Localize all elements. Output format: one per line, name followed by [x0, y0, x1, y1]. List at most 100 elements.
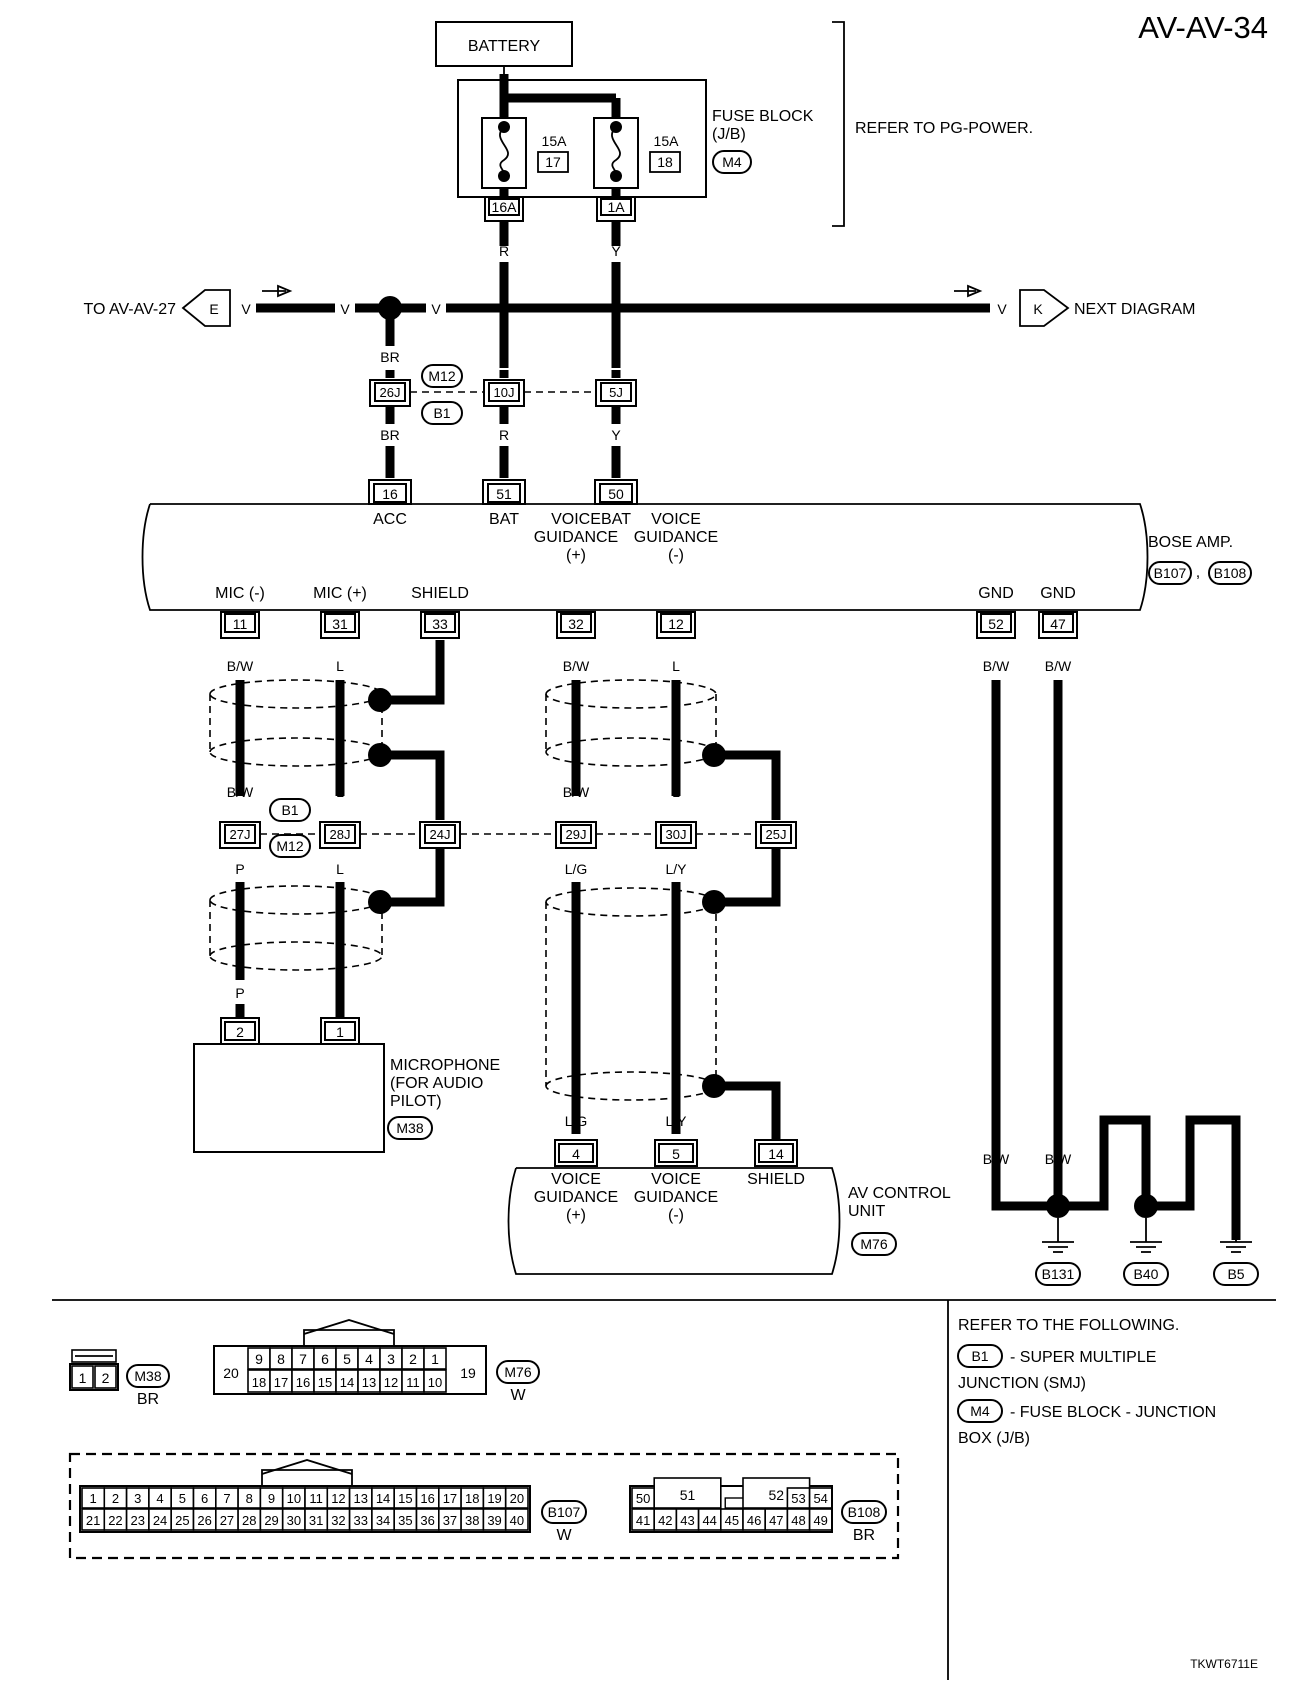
terminal-cavity: [424, 613, 456, 633]
connector-tag-label: B107: [1154, 565, 1187, 581]
terminal-number: 47: [1050, 616, 1066, 632]
connector-tag-m76: M76: [496, 1360, 540, 1384]
connector-tag-m12: M12: [269, 834, 311, 858]
wire-color-label: Y: [611, 427, 621, 443]
current-arrow-head: [967, 284, 983, 298]
amp-bottom-pin-12: 12: [656, 611, 696, 639]
terminal-cavity: [224, 1021, 256, 1041]
connector-tag-b40: B40: [1123, 1262, 1169, 1286]
pin-name: MIC (-): [215, 585, 265, 602]
shield-drain-wire: [380, 750, 445, 820]
cavity-number: 14: [340, 1375, 354, 1390]
connector-color: BR: [853, 1527, 875, 1544]
cavity-number: 48: [791, 1513, 805, 1528]
connector-tag-m38: M38: [387, 1116, 433, 1140]
pin-name: SHIELD: [411, 585, 469, 602]
bus-wire-label: V: [431, 301, 441, 317]
joint-terminal-cavity: [424, 824, 456, 844]
fuse-rating: 15A: [654, 133, 680, 149]
wire-color-label: L/G: [565, 861, 588, 877]
off-page-flag-right: [1019, 289, 1070, 327]
wire-color-label: B/W: [983, 658, 1010, 674]
cavity-number: 1: [79, 1370, 87, 1386]
cavity-number: 6: [201, 1491, 208, 1506]
cavity-number: 49: [813, 1513, 827, 1528]
microphone-box: [193, 1043, 385, 1153]
terminal-cavity: [660, 613, 692, 633]
off-page-flag-letter: K: [1033, 301, 1043, 317]
cavity-number: 12: [384, 1375, 398, 1390]
cavity-number: 17: [443, 1491, 457, 1506]
cavity-number: 34: [376, 1513, 390, 1528]
cavity-number: 25: [175, 1513, 189, 1528]
fuse-number-box: [649, 151, 681, 173]
connector-tag-outline: [1148, 561, 1192, 585]
joint-terminal-label: 10J: [494, 385, 515, 400]
shield-ellipse: [209, 885, 383, 915]
cavity-number: 43: [680, 1513, 694, 1528]
wire-color-label: B/W: [1045, 1151, 1072, 1167]
shield-drain-wire: [714, 848, 781, 907]
terminal-cavity: [487, 483, 521, 503]
battery-label: BATTERY: [468, 38, 541, 55]
cavity: [504, 1487, 529, 1509]
legend-text: BOX (J/B): [958, 1430, 1030, 1447]
terminal-cavity: [324, 613, 356, 633]
connector-tag-b131: B131: [1035, 1262, 1081, 1286]
wire-color-label: B/W: [563, 784, 590, 800]
ground-wire: [1146, 1115, 1241, 1240]
cavity-number: 1: [431, 1351, 439, 1367]
tag-separator: ,: [1196, 564, 1200, 581]
wire-color-label: B/W: [227, 658, 254, 674]
fuse-number: 17: [545, 154, 561, 170]
cavity-number: 32: [331, 1513, 345, 1528]
wire-color-label: R: [499, 427, 509, 443]
cavity-number: 14: [376, 1491, 390, 1506]
av-control-outline: [507, 1167, 841, 1275]
connector-tag-label: M4: [722, 154, 742, 170]
amp-bottom-pin-52: 52: [976, 611, 1016, 639]
wire-color-label: P: [235, 985, 244, 1001]
ground-b40: [1130, 1218, 1162, 1253]
cavity-number: 33: [354, 1513, 368, 1528]
amp-bottom-pin-11: 11: [220, 611, 260, 639]
wire-color-label: L/G: [565, 1113, 588, 1129]
connector-tag-outline: [851, 1232, 897, 1256]
joint-terminal-cavity: [488, 382, 520, 402]
cavity-number: 19: [460, 1365, 476, 1381]
shield-ellipse: [209, 941, 383, 971]
pin-name: SHIELD: [747, 1171, 805, 1188]
terminal-number: 11: [233, 616, 248, 632]
connector-tag-b5: B5: [1213, 1262, 1259, 1286]
joint-terminal-cavity: [224, 824, 256, 844]
connector-tag-outline: [957, 1344, 1003, 1368]
joint-terminal-label: 29J: [566, 827, 587, 842]
cavity-number: 42: [658, 1513, 672, 1528]
connector-tag-label: M12: [428, 368, 455, 384]
connector-tag-m12: M12: [421, 364, 463, 388]
terminal-number: 5: [672, 1146, 680, 1162]
cavity: [808, 1508, 833, 1531]
wire-color-label: L: [672, 658, 680, 674]
connector-tag-label: B40: [1134, 1266, 1159, 1282]
connector-color: W: [556, 1527, 572, 1544]
joint-terminal-label: 30J: [666, 827, 687, 842]
wire-color-label: Y: [611, 349, 621, 365]
cavity-number: 38: [465, 1513, 479, 1528]
terminal-number: 33: [432, 616, 448, 632]
wire-color-label: R: [499, 349, 509, 365]
cavity-number: 3: [134, 1491, 141, 1506]
cavity-number: 5: [343, 1351, 351, 1367]
cavity-number: 18: [252, 1375, 266, 1390]
cavity-number: 23: [131, 1513, 145, 1528]
terminal-cavity: [599, 483, 633, 503]
cavity-number: 10: [287, 1491, 301, 1506]
connector-tag-outline: [541, 1500, 587, 1524]
cavity-number: 46: [747, 1513, 761, 1528]
cavity-number: 36: [420, 1513, 434, 1528]
terminal-1A: 1A: [596, 196, 636, 222]
